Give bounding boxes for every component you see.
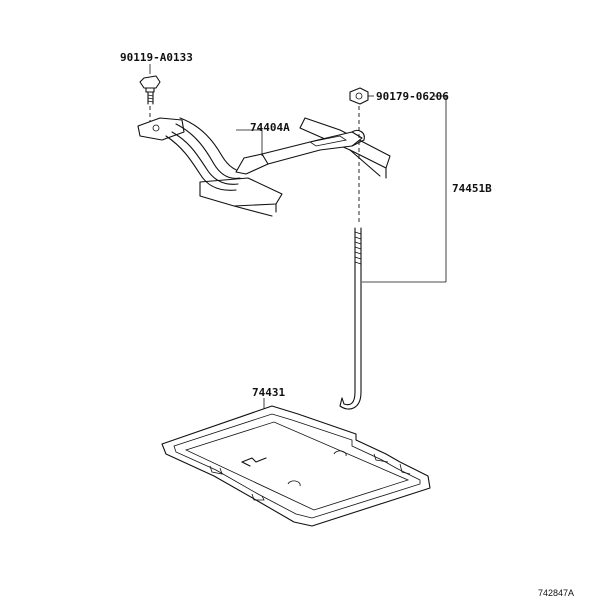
bolt-icon[interactable] bbox=[139, 75, 161, 122]
battery-clamp-part[interactable] bbox=[137, 117, 365, 191]
label-tray: 74431 bbox=[252, 386, 285, 399]
figure-reference: 742847A bbox=[538, 588, 574, 598]
left-mount-rail bbox=[199, 177, 283, 217]
label-nut: 90179-06206 bbox=[376, 90, 449, 103]
nut-icon[interactable] bbox=[349, 87, 374, 105]
label-rod-assy: 74451B bbox=[452, 182, 492, 195]
label-bolt: 90119-A0133 bbox=[120, 51, 193, 64]
battery-tray-part[interactable] bbox=[161, 405, 431, 527]
leader-lines bbox=[236, 95, 447, 418]
clamp-rod-part[interactable] bbox=[339, 227, 362, 410]
label-clamp: 74404A bbox=[250, 121, 290, 134]
